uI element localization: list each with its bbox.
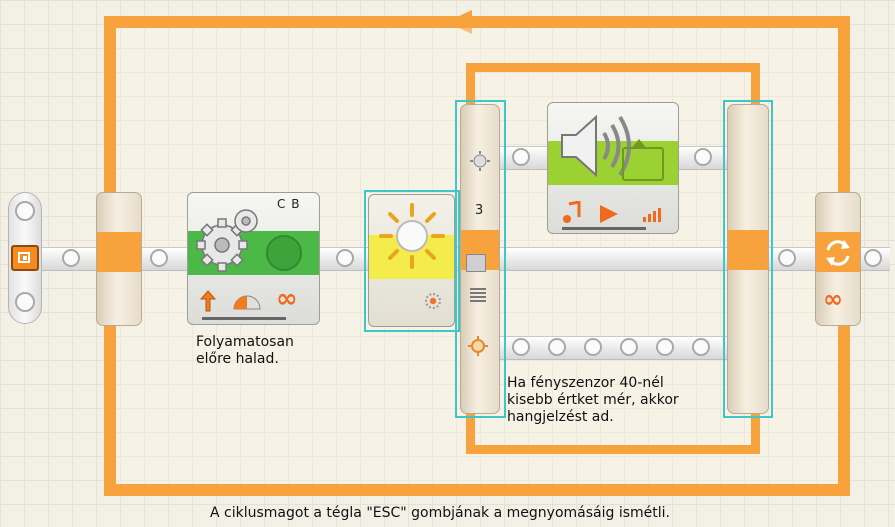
start-icon[interactable] — [11, 245, 39, 271]
switch-condition-icon[interactable] — [466, 254, 486, 272]
loop-frame-top — [104, 16, 850, 28]
switch-list-icon[interactable] — [470, 288, 486, 304]
beam-ring — [694, 148, 712, 166]
play-icon[interactable] — [598, 203, 620, 225]
sensor-light-small-icon — [470, 151, 490, 171]
motor-comment: Folyamatosan előre halad. — [196, 334, 294, 368]
beam-ring — [512, 338, 530, 356]
switch-pillar-selection — [455, 100, 506, 418]
beam-ring — [336, 249, 354, 267]
switch-frame-top — [466, 63, 760, 72]
loop-start-band — [97, 232, 141, 272]
light-sensor-selection — [364, 190, 460, 332]
start-ring-bottom — [15, 292, 35, 312]
loop-direction-arrow-icon — [446, 10, 472, 34]
motor-power-indicator — [266, 235, 302, 271]
light-sun-icon — [379, 203, 445, 269]
motor-comment-line: előre halad. — [196, 351, 279, 367]
power-dial-icon[interactable] — [232, 291, 262, 311]
sensor-light-icon[interactable] — [425, 293, 441, 309]
sound-upload-icon[interactable] — [622, 139, 664, 181]
switch-right-band — [728, 230, 768, 270]
motor-block-tab — [202, 317, 286, 320]
motor-block[interactable]: C B — [187, 192, 320, 325]
beam-ring — [548, 338, 566, 356]
loop-infinity-icon[interactable]: ∞ — [823, 285, 843, 313]
loop-caption: A ciklusmagot a tégla "ESC" gombjának a … — [210, 505, 670, 521]
direction-up-icon[interactable] — [200, 289, 216, 313]
switch-comment-line: hangjelzést ad. — [507, 409, 614, 425]
switch-lower-beam — [498, 336, 728, 360]
beam-ring — [62, 249, 80, 267]
beam-ring — [512, 148, 530, 166]
light-sensor-block[interactable] — [368, 194, 455, 327]
beam-ring — [150, 249, 168, 267]
switch-comment-line: kisebb értket mér, akkor — [507, 392, 679, 408]
start-ring-top — [15, 201, 35, 221]
beam-ring — [864, 249, 882, 267]
beam-ring — [584, 338, 602, 356]
beam-ring — [778, 249, 796, 267]
infinity-icon[interactable]: ∞ — [276, 284, 298, 314]
beam-ring — [692, 338, 710, 356]
volume-icon[interactable] — [642, 205, 666, 223]
switch-right-selection — [723, 100, 773, 418]
switch-frame-bottom — [466, 445, 760, 454]
motor-ports-label: C B — [277, 197, 301, 211]
switch-settings-icon[interactable] — [467, 335, 489, 357]
switch-port-number: 3 — [475, 203, 484, 218]
sound-block[interactable] — [547, 102, 679, 234]
loop-frame-bottom — [104, 484, 850, 496]
switch-comment-line: Ha fényszenzor 40-nél — [507, 375, 664, 391]
switch-comment: Ha fényszenzor 40-nél kisebb értket mér,… — [507, 375, 679, 426]
motor-comment-line: Folyamatosan — [196, 334, 294, 350]
beam-ring — [656, 338, 674, 356]
note-icon[interactable] — [562, 201, 582, 225]
sound-block-tab — [562, 227, 646, 230]
beam-ring — [620, 338, 638, 356]
loop-arrows-icon — [826, 240, 850, 266]
gear-icon — [196, 209, 258, 272]
